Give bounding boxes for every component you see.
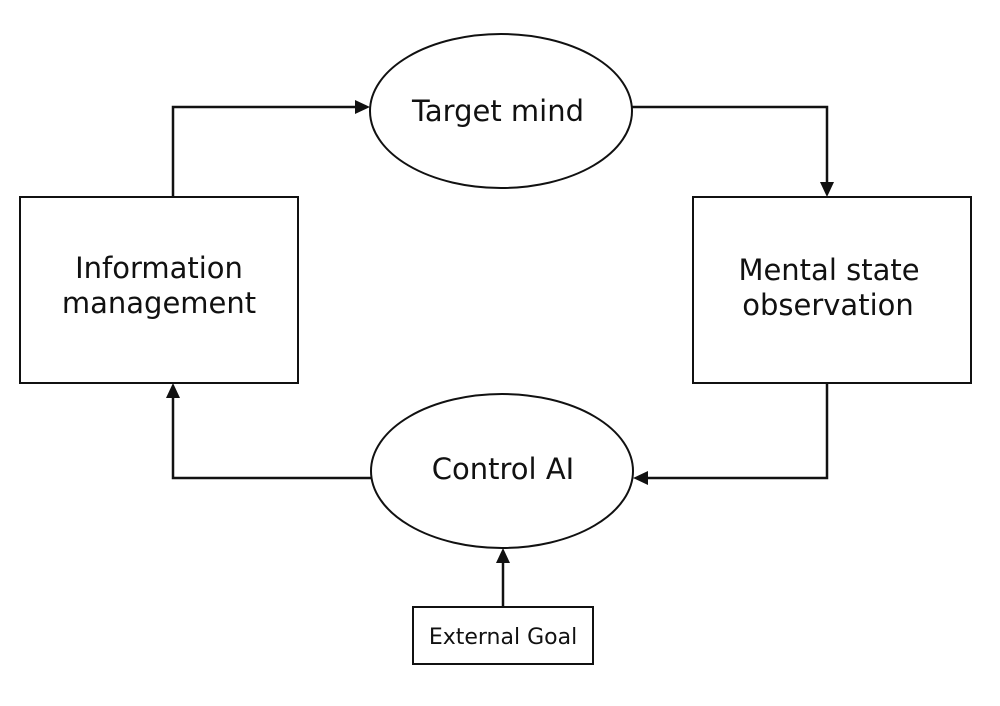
node-information-management: Information management xyxy=(19,196,299,384)
external-goal-box xyxy=(412,606,594,665)
node-external-goal: External Goal xyxy=(412,606,594,665)
mental-state-observation-label-line1: Mental state xyxy=(738,253,919,287)
node-mental-state-observation: Mental state observation xyxy=(692,196,972,384)
mental-state-observation-label-line2: observation xyxy=(742,288,914,322)
control-ai-label: Control AI xyxy=(432,452,574,486)
mental-state-observation-box xyxy=(692,196,972,384)
information-management-box xyxy=(19,196,299,384)
node-target-mind: Target mind xyxy=(369,33,633,189)
information-management-label-line1: Information xyxy=(75,251,243,285)
edge-information-to-target xyxy=(171,100,370,197)
edge-observation-to-control xyxy=(633,383,829,485)
arrowhead xyxy=(496,548,510,563)
node-control-ai: Control AI xyxy=(370,393,634,549)
arrowhead xyxy=(820,182,834,197)
control-ai-ellipse xyxy=(370,393,634,549)
arrowhead xyxy=(166,383,180,398)
target-mind-ellipse xyxy=(369,33,633,189)
target-mind-label: Target mind xyxy=(411,94,584,128)
edge-target-to-observation xyxy=(632,105,834,197)
arrowhead xyxy=(355,100,370,114)
external-goal-label: External Goal xyxy=(429,625,577,650)
edge-control-to-information xyxy=(166,383,371,480)
information-management-label-line2: management xyxy=(62,286,256,320)
edge-external-goal-to-control xyxy=(496,548,510,607)
arrowhead xyxy=(633,471,648,485)
